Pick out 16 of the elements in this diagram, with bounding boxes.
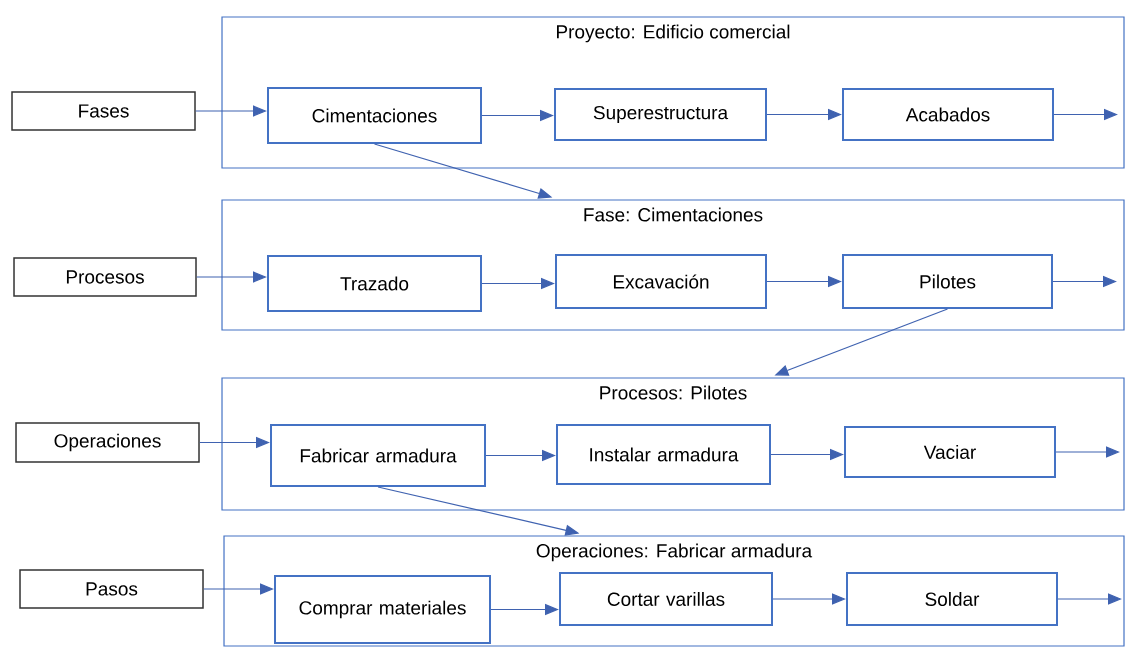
level-label-box: Operaciones (15, 422, 200, 463)
process-box: Pilotes (842, 254, 1053, 309)
process-box: Acabados (842, 88, 1054, 141)
process-box: Excavación (555, 254, 767, 309)
process-box: Vaciar (844, 426, 1056, 478)
process-box: Superestructura (554, 88, 767, 141)
process-box: Instalar armadura (556, 424, 771, 485)
level-label-box: Fases (11, 91, 196, 131)
process-box: Fabricar armadura (270, 424, 486, 487)
process-box: Trazado (267, 255, 482, 312)
process-box: Comprar materiales (274, 575, 491, 644)
level-label-box: Procesos (13, 257, 197, 297)
process-box: Cortar varillas (559, 572, 773, 626)
process-box: Soldar (846, 572, 1058, 626)
process-box: Cimentaciones (267, 87, 482, 144)
level-label-box: Pasos (19, 569, 204, 609)
